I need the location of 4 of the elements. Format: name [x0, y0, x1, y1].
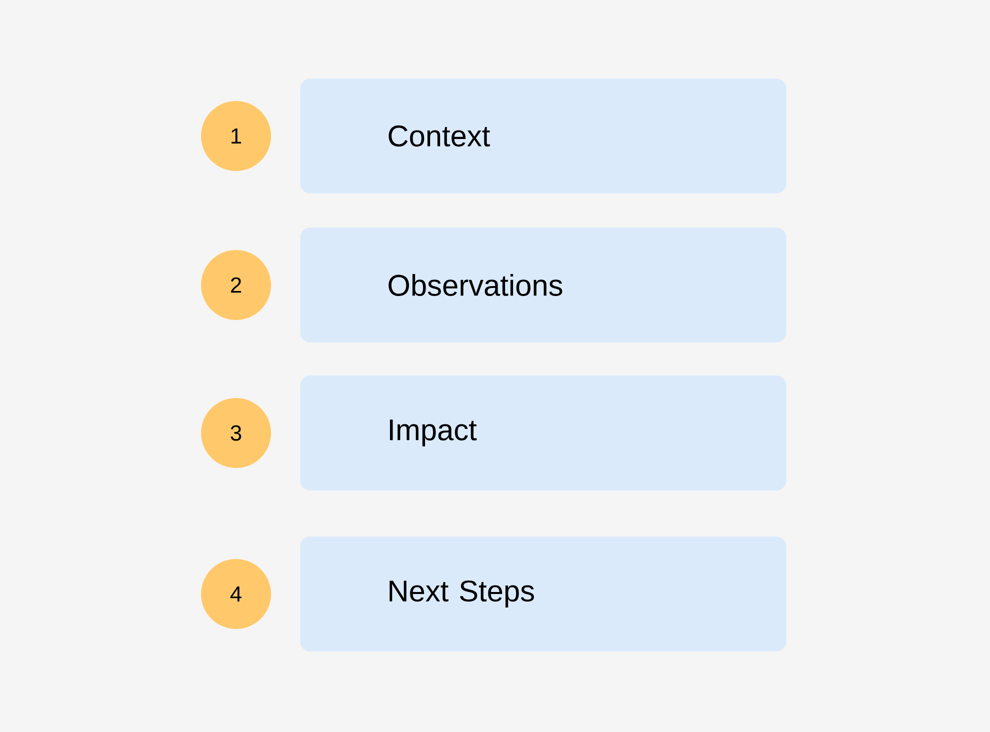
- step-box: Context: [300, 78, 786, 194]
- step-box: Next Steps: [300, 536, 786, 652]
- step-box: Impact: [300, 376, 786, 490]
- step-box: Observations: [300, 228, 786, 342]
